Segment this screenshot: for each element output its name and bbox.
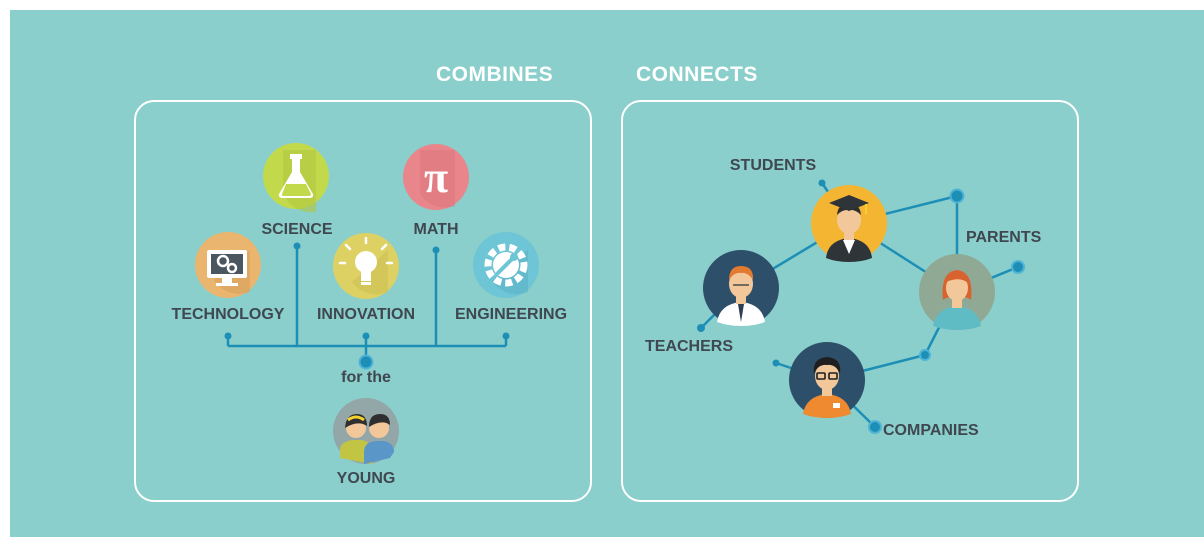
label-engineering: ENGINEERING (454, 306, 568, 323)
label-science: SCIENCE (261, 221, 333, 238)
monitor-gear-icon (195, 232, 261, 298)
label-math: MATH (413, 221, 459, 238)
label-young: YOUNG (336, 470, 396, 487)
heading-combines: COMBINES (436, 63, 554, 86)
label-companies: COMPANIES (883, 422, 979, 439)
connects-nodes (697, 179, 1025, 434)
label-for-the: for the (341, 369, 391, 386)
heading-connects: CONNECTS (636, 63, 758, 86)
label-teachers: TEACHERS (645, 338, 734, 355)
flask-icon (263, 143, 329, 213)
connects-panel (621, 100, 1079, 502)
children-icon (333, 398, 399, 464)
label-parents: PARENTS (966, 229, 1042, 246)
company-avatar-icon (789, 342, 865, 418)
gear-wrench-icon (473, 232, 539, 298)
combines-panel (134, 100, 592, 502)
parent-avatar-icon (919, 254, 995, 330)
combines-nodes (224, 242, 510, 370)
label-technology: TECHNOLOGY (171, 306, 285, 323)
label-innovation: INNOVATION (316, 306, 416, 323)
graduate-avatar-icon (811, 185, 887, 262)
label-students: STUDENTS (729, 157, 817, 174)
pi-icon: π (403, 144, 469, 210)
teacher-avatar-icon (703, 250, 779, 326)
lightbulb-icon (333, 233, 399, 299)
svg-text:π: π (424, 153, 448, 202)
